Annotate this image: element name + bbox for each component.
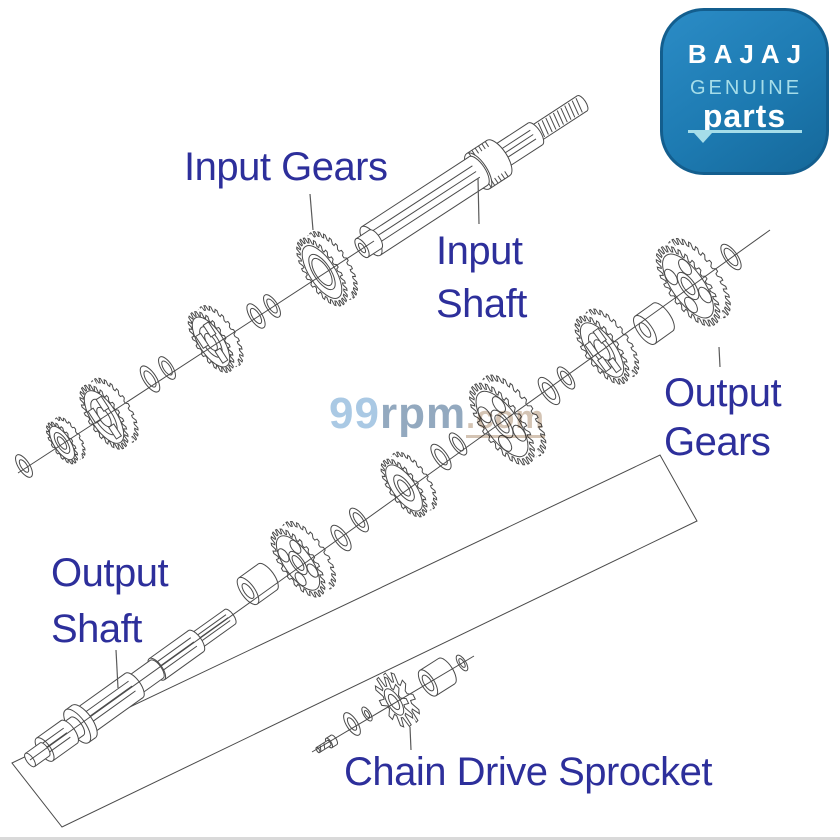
input-shaft-assembly-gear [45,416,86,465]
watermark-rpm: rpm [379,389,467,438]
output-shaft-assembly-gear [270,520,337,598]
leader-chain-sprocket [409,726,412,751]
input-shaft-assembly-cyl [354,229,384,259]
watermark-dotcom: .com [466,399,545,438]
output-shaft-assembly-ring [448,432,468,456]
label-output-shaft-line2: Shaft [51,607,142,651]
label-output-gears-line1: Output [664,371,782,415]
badge-underline [688,130,802,133]
input-shaft-assembly-gear [296,231,358,307]
leader-output-shaft [115,649,119,689]
reference-plane [11,454,698,828]
leader-input-shaft [477,177,480,225]
badge-brand-text: BAJAJ [687,39,809,69]
output-shaft-assembly-gear [469,374,547,466]
badge-arrow-icon [694,133,712,143]
bajaj-genuine-parts-badge: BAJAJ GENUINE parts [660,8,829,175]
watermark-99rpm: 99rpm.com [329,389,545,439]
output-shaft-assembly [24,229,771,768]
output-shaft-assembly-gear [574,308,640,385]
badge-genuine-text: GENUINE [689,77,803,99]
output-shaft-assembly-ring [720,243,742,271]
badge-parts-text: parts [702,98,787,134]
input-shaft-assembly-ring [158,356,176,380]
output-shaft-assembly-ring [537,376,561,406]
output-shaft-assembly-centerline [29,229,771,761]
label-output-shaft: Output Shaft [51,545,169,657]
chain-sprocket-assembly-ring [343,712,361,736]
chain-sprocket-assembly-sprocket [374,671,421,728]
page-edge-artifact [0,837,840,840]
chain-sprocket-assembly [311,654,475,754]
input-shaft-assembly-ring [246,303,266,329]
input-shaft-assembly-shaft [359,95,589,257]
output-shaft-assembly-gear [380,451,438,518]
input-shaft-assembly-gear [79,377,139,450]
input-shaft-assembly-centerline [17,240,375,474]
input-shaft-assembly-ring [263,294,281,318]
label-output-shaft-line1: Output [51,551,169,595]
label-input-gears: Input Gears [184,145,388,190]
output-shaft-assembly-ring [430,443,452,471]
label-chain-drive-sprocket-text: Chain Drive Sprocket [344,750,712,794]
output-shaft-assembly-ring [330,524,352,552]
chain-sprocket-assembly-centerline [311,655,475,753]
label-chain-drive-sprocket: Chain Drive Sprocket [344,750,712,795]
leader-input-gears [309,193,314,231]
input-shaft-assembly-gear [187,305,244,373]
label-input-shaft-line2: Shaft [436,282,527,326]
chain-sprocket-assembly-cyl [417,657,457,697]
input-shaft-assembly [15,95,589,478]
label-input-shaft: Input Shaft [436,225,527,331]
output-shaft-assembly-cyl [633,302,675,345]
label-input-gears-text: Input Gears [184,145,388,189]
input-shaft-assembly-ring [15,454,33,478]
output-shaft-assembly-cyl [236,562,279,606]
output-shaft-assembly-ring [349,507,369,533]
watermark-99: 99 [329,389,380,438]
leader-output-gears [718,346,721,368]
output-shaft-assembly-gear [655,237,731,327]
label-input-shaft-line1: Input [436,229,523,273]
output-shaft-assembly-ring [556,366,576,390]
label-output-gears: Output Gears [664,369,782,467]
input-shaft-assembly-ring [139,365,161,393]
chain-sprocket-assembly-ring [361,706,373,722]
label-output-gears-line2: Gears [664,420,771,464]
